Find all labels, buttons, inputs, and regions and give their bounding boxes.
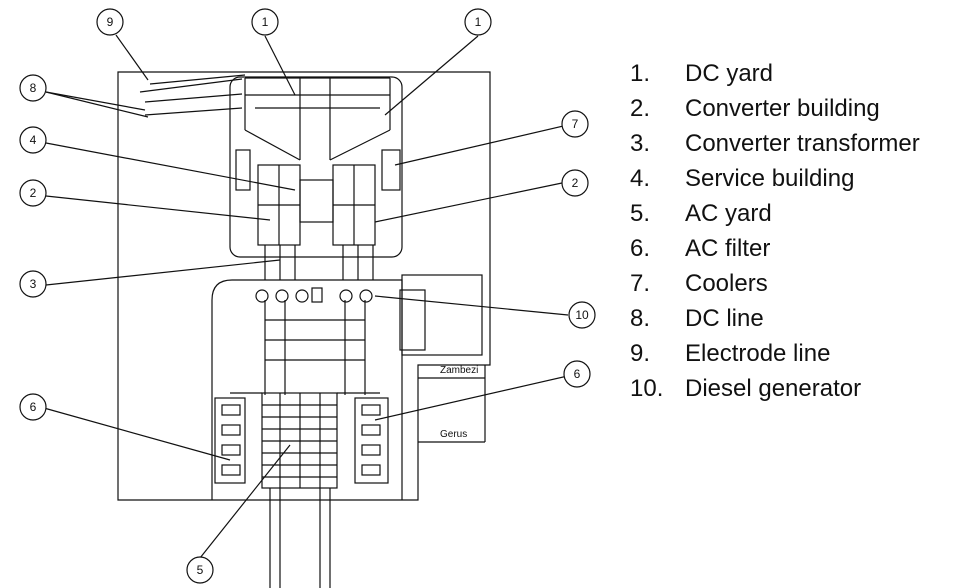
legend-label: DC line xyxy=(685,305,764,332)
diesel-generator xyxy=(311,287,323,303)
callout-3: 3 xyxy=(30,277,37,291)
legend-number: 4. xyxy=(630,165,651,192)
legend-label: Converter building xyxy=(685,95,880,122)
callout-2-left: 2 xyxy=(30,186,37,200)
legend-label: Electrode line xyxy=(685,340,831,367)
callout-8: 8 xyxy=(30,81,37,95)
dc-yard-area xyxy=(229,76,403,258)
feeder-label-zambezi: Zambezi xyxy=(440,365,478,376)
ac-filter-right xyxy=(354,397,389,484)
legend-item: 6. AC filter xyxy=(630,235,920,270)
ac-yard-area xyxy=(211,279,403,500)
legend-number: 3. xyxy=(630,130,651,157)
callout-6-left: 6 xyxy=(30,400,37,414)
legend-number: 9. xyxy=(630,340,651,367)
legend-item: 1. DC yard xyxy=(630,60,920,95)
legend-number: 6. xyxy=(630,235,651,262)
legend-item: 7. Coolers xyxy=(630,270,920,305)
legend-list: 1. DC yard 2. Converter building 3. Convert… xyxy=(630,60,920,410)
legend-number: 1. xyxy=(630,60,651,87)
station-fence xyxy=(117,71,491,501)
callout-9: 9 xyxy=(107,15,114,29)
callout-7: 7 xyxy=(572,117,579,131)
legend-item: 8. DC line xyxy=(630,305,920,340)
ac-filter-left xyxy=(214,397,246,484)
callout-1-right: 1 xyxy=(475,15,482,29)
legend-label: DC yard xyxy=(685,60,774,87)
legend-item: 3. Converter transformer xyxy=(630,130,920,165)
legend-label: Coolers xyxy=(685,270,768,297)
dc-line xyxy=(139,78,243,93)
legend-label: Converter transformer xyxy=(685,130,920,157)
callout-10: 10 xyxy=(575,308,589,322)
legend-label: Service building xyxy=(685,165,855,192)
legend-label: Diesel generator xyxy=(685,375,862,402)
cooler-right xyxy=(381,149,401,191)
legend-item: 2. Converter building xyxy=(630,95,920,130)
legend-item: 9. Electrode line xyxy=(630,340,920,375)
callout-1-left: 1 xyxy=(262,15,269,29)
callout-5: 5 xyxy=(197,563,204,577)
feeder-label-gerus: Gerus xyxy=(440,429,467,440)
legend-item: 5. AC yard xyxy=(630,200,920,235)
legend-number: 5. xyxy=(630,200,651,227)
legend-item: 10. Diesel generator xyxy=(630,375,920,410)
legend-number: 7. xyxy=(630,270,651,297)
legend-number: 10. xyxy=(630,375,664,402)
legend-number: 8. xyxy=(630,305,651,332)
legend-label: AC yard xyxy=(685,200,772,227)
callout-4: 4 xyxy=(30,133,37,147)
cooler-left xyxy=(235,149,251,191)
legend-number: 2. xyxy=(630,95,651,122)
callout-6-right: 6 xyxy=(574,367,581,381)
legend-item: 4. Service building xyxy=(630,165,920,200)
callout-2-right: 2 xyxy=(572,176,579,190)
service-building xyxy=(299,179,334,223)
legend-label: AC filter xyxy=(685,235,771,262)
